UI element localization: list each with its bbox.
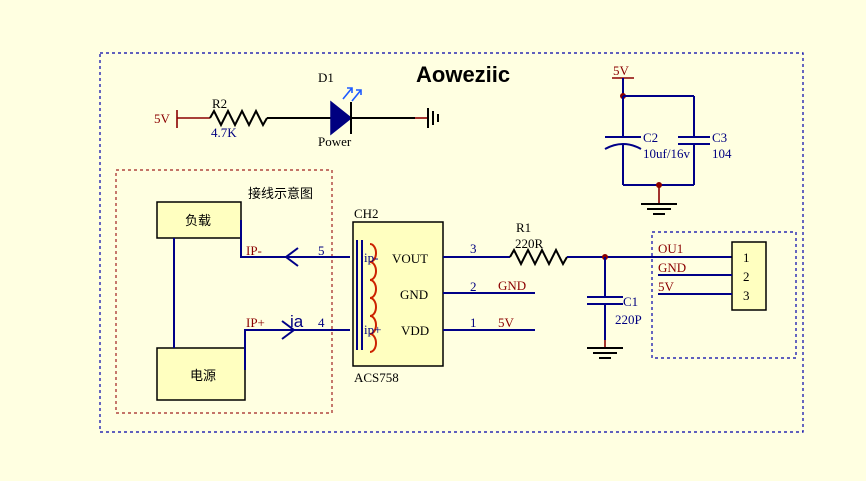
- load-box: [156, 201, 242, 239]
- board-border: [99, 52, 804, 433]
- c3-value: 104: [712, 146, 732, 161]
- sensor-coil: [369, 243, 377, 353]
- sensor-part: ACS758: [354, 370, 399, 385]
- led-d1: [330, 100, 353, 136]
- wiring-example-border: [115, 169, 333, 414]
- resistor-r1: [509, 247, 568, 267]
- power-source-box: [156, 347, 246, 401]
- r2-ref: R2: [212, 96, 227, 111]
- connector-border: [651, 231, 797, 359]
- led-circuit: 5V R2 4.7K D1 Power: [154, 70, 439, 149]
- r2-value: 4.7K: [211, 125, 237, 140]
- sensor-body: [352, 221, 444, 367]
- c3-ref: C3: [712, 130, 727, 145]
- pin3-label: 3: [470, 241, 477, 256]
- d1-label: Power: [318, 134, 352, 149]
- gnd-net-label: GND: [498, 278, 526, 293]
- wiring-example-title: 接线示意图: [248, 186, 313, 202]
- output-connector: OU1 GND 5V 1 2 3: [651, 231, 797, 359]
- conn-pin2: 2: [743, 269, 750, 284]
- ip-plus-label: IP+: [246, 315, 265, 330]
- net-gnd: GND: [658, 260, 686, 275]
- supply-5v-label: 5V: [154, 111, 171, 126]
- sensor-acs758: CH2 ACS758 ip- ip+ VOUT GND VDD 3 2 1 GN…: [352, 206, 535, 385]
- conn-pin3: 3: [743, 288, 750, 303]
- r1-ref: R1: [516, 220, 531, 235]
- c2-ref: C2: [643, 130, 658, 145]
- led-arrow-icon: [342, 87, 353, 100]
- c1-value: 220P: [615, 312, 642, 327]
- current-arrow-icon: [281, 320, 296, 340]
- vdd-net-label: 5V: [498, 315, 515, 330]
- decoupling-caps: 5V C2 10uf/16v C3 104: [604, 63, 732, 215]
- net-5v: 5V: [658, 279, 675, 294]
- pin4-label: 4: [318, 315, 325, 330]
- ip-minus-inner: ip-: [364, 250, 378, 265]
- d1-ref: D1: [318, 70, 334, 85]
- r1-value: 220R: [515, 236, 544, 251]
- net-ou1: OU1: [658, 241, 683, 256]
- source-label: 电源: [190, 369, 216, 384]
- c1-ref: C1: [623, 294, 638, 309]
- pin5-label: 5: [318, 243, 325, 258]
- connector-header: [731, 241, 767, 311]
- resistor-r2: [209, 108, 268, 128]
- wiring-example: 接线示意图 负载 电源 IP- IP+ ia 5 4: [115, 169, 350, 414]
- pin-vout: VOUT: [392, 251, 428, 266]
- pin-vdd: VDD: [401, 323, 429, 338]
- current-ia-label: ia: [290, 312, 304, 331]
- brand-title: Aoweziic: [416, 62, 510, 87]
- c2-value: 10uf/16v: [643, 146, 690, 161]
- pin1-label: 1: [470, 315, 477, 330]
- sensor-ref: CH2: [354, 206, 379, 221]
- decoupling-5v-label: 5V: [613, 63, 630, 78]
- ip-plus-inner: ip+: [364, 322, 381, 337]
- load-label: 负载: [185, 214, 211, 229]
- output-filter: R1 220R C1 220P: [509, 220, 732, 359]
- current-arrow-icon: [284, 247, 299, 267]
- conn-pin1: 1: [743, 250, 750, 265]
- pin-gnd: GND: [400, 287, 428, 302]
- pin2-label: 2: [470, 279, 477, 294]
- ip-minus-label: IP-: [246, 243, 262, 258]
